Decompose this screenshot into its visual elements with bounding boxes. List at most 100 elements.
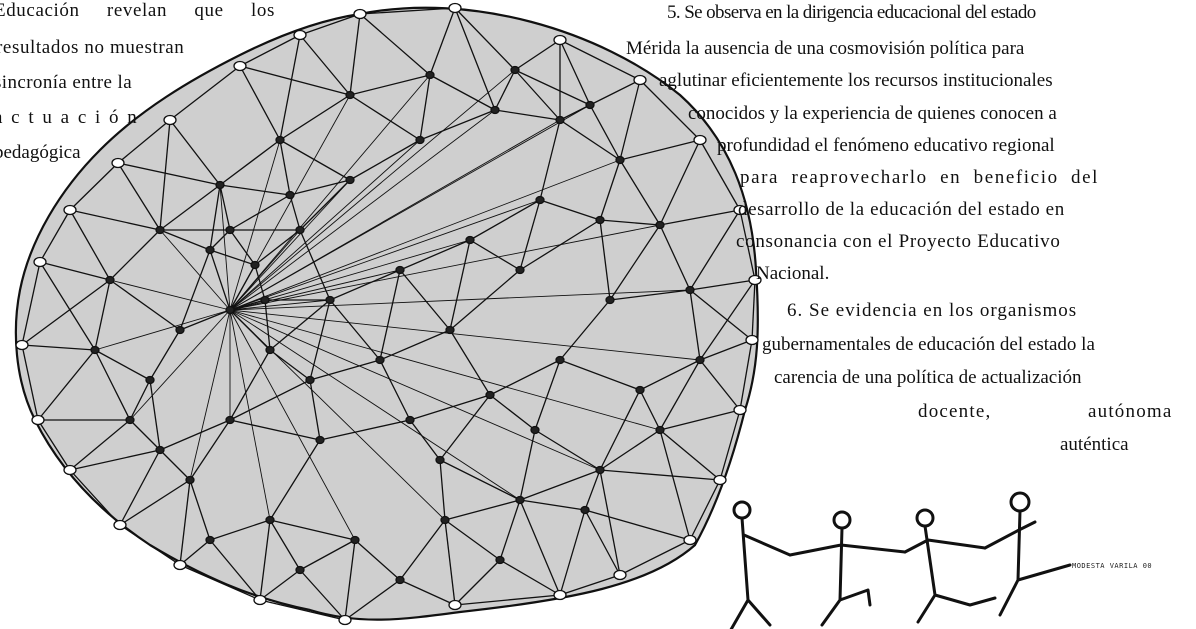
network-edge — [449, 269, 521, 331]
network-node — [325, 295, 335, 305]
network-node — [205, 535, 215, 545]
network-edge — [409, 394, 491, 421]
network-node — [375, 355, 385, 365]
network-edge — [444, 519, 501, 561]
network-edge — [229, 309, 271, 351]
network-edge — [589, 104, 621, 161]
network-edge — [494, 69, 516, 111]
network-edge — [719, 409, 741, 481]
network-edge — [209, 249, 256, 266]
network-node — [155, 225, 165, 235]
network-edge — [129, 379, 151, 421]
network-edge — [699, 339, 753, 361]
network-node — [555, 355, 565, 365]
network-node — [113, 519, 127, 531]
network-node — [395, 265, 405, 275]
left-text-line-1: Educación revelan que los — [0, 0, 275, 21]
network-edge — [39, 261, 111, 281]
network-edge — [254, 229, 301, 266]
network-edge — [514, 39, 561, 71]
item6-line-1: 6. Se evidencia en los organismos — [787, 300, 1078, 321]
network-edge — [469, 239, 521, 271]
network-node — [173, 559, 187, 571]
network-edge — [94, 309, 231, 351]
network-edge — [149, 329, 181, 381]
network-edge — [179, 539, 211, 566]
network-node — [338, 614, 352, 626]
network-edge — [689, 289, 753, 341]
network-node — [265, 515, 275, 525]
network-edge — [229, 309, 601, 471]
network-edge — [584, 509, 621, 576]
network-node — [535, 195, 545, 205]
network-edge — [449, 329, 491, 396]
network-edge — [309, 359, 381, 381]
network-edge — [639, 79, 701, 141]
network-edge — [229, 289, 691, 311]
network-edge — [229, 309, 356, 541]
network-edge — [209, 184, 221, 251]
network-edge — [319, 419, 411, 441]
network-node — [175, 325, 185, 335]
network-edge — [229, 239, 471, 311]
network-edge — [599, 219, 611, 301]
network-edge — [399, 519, 446, 581]
network-edge — [94, 349, 131, 421]
network-edge — [534, 359, 561, 431]
network-edge — [299, 539, 356, 571]
network-edge — [229, 194, 291, 231]
network-node — [350, 535, 360, 545]
network-edge — [279, 139, 291, 196]
network-edge — [229, 74, 431, 311]
network-node — [553, 34, 567, 46]
network-edge — [21, 344, 96, 351]
network-edge — [259, 599, 346, 621]
network-node — [495, 555, 505, 565]
artist-signature: MODESTA VARILA 00 — [1072, 562, 1152, 570]
network-node — [155, 445, 165, 455]
network-node — [693, 134, 707, 146]
network-edge — [444, 519, 456, 606]
network-edge — [219, 184, 291, 196]
network-edge — [559, 299, 611, 361]
network-edge — [94, 349, 151, 381]
network-edge — [534, 429, 601, 471]
network-edge — [229, 269, 401, 311]
network-edge — [379, 359, 411, 421]
network-edge — [37, 349, 96, 421]
network-edge — [349, 94, 421, 141]
network-node — [510, 65, 520, 75]
network-edge — [659, 209, 741, 226]
network-edge — [519, 499, 586, 511]
network-node — [745, 334, 759, 346]
network-edge — [449, 239, 471, 331]
network-edge — [689, 279, 756, 291]
network-node — [293, 29, 307, 41]
network-edge — [239, 65, 351, 96]
network-edge — [21, 344, 39, 421]
network-node — [105, 275, 115, 285]
network-edge — [229, 139, 281, 311]
network-node — [615, 155, 625, 165]
network-edge — [229, 94, 351, 311]
network-node — [125, 415, 135, 425]
network-node — [655, 425, 665, 435]
network-edge — [429, 74, 496, 111]
network-edge — [344, 539, 356, 621]
network-edge — [639, 389, 661, 431]
network-edge — [69, 469, 121, 526]
network-edge — [229, 199, 541, 311]
network-edge — [37, 419, 71, 471]
network-edge — [659, 429, 721, 481]
network-node — [415, 135, 425, 145]
network-node — [305, 375, 315, 385]
network-node — [635, 385, 645, 395]
network-edge — [229, 179, 351, 311]
network-node — [448, 2, 462, 14]
network-edge — [229, 229, 256, 266]
network-node — [295, 225, 305, 235]
network-edge — [69, 209, 161, 231]
network-edge — [289, 194, 301, 231]
network-node — [395, 575, 405, 585]
